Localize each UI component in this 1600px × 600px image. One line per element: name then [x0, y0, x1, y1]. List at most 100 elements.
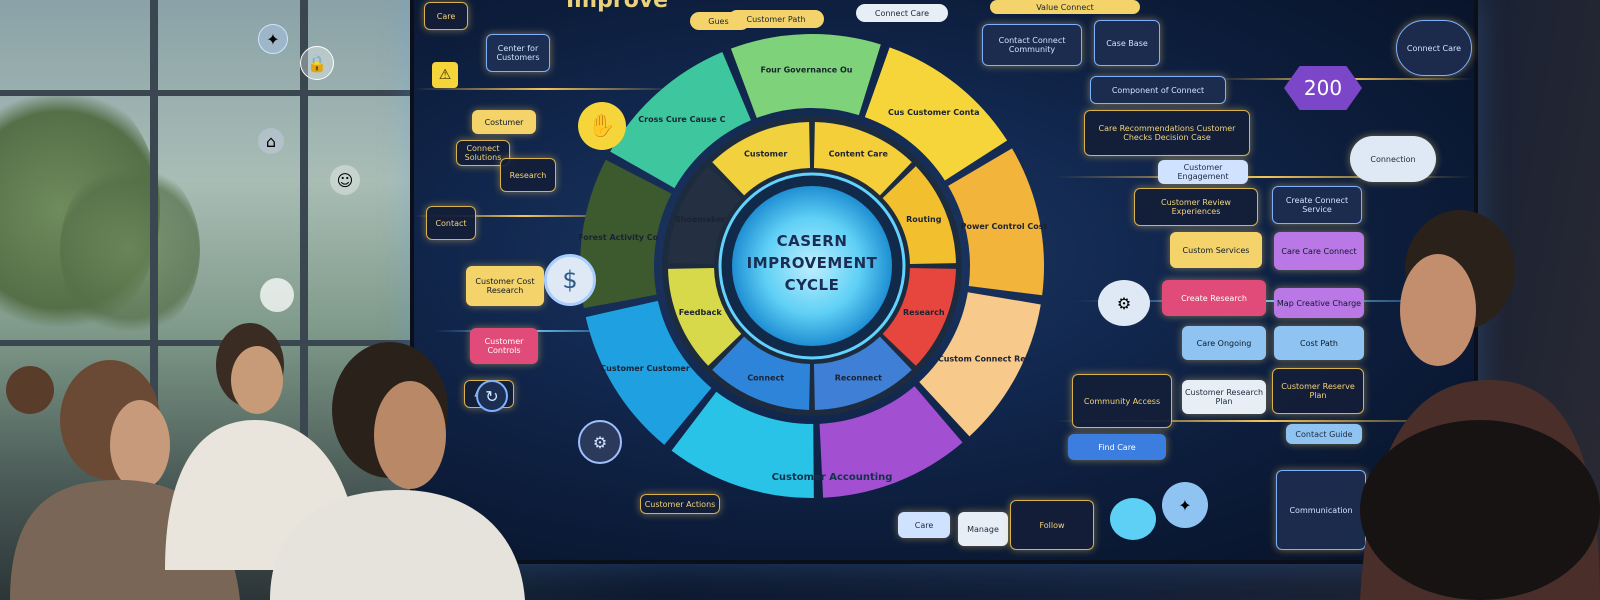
outer-ring-label: Customer Customer	[600, 364, 690, 373]
gear-icon: ⚙	[1098, 280, 1150, 326]
info-card: Community Access	[1072, 374, 1172, 428]
info-card: Research	[500, 158, 556, 192]
inner-ring-segment	[813, 336, 912, 410]
window-frame	[0, 90, 420, 96]
node-icon	[1110, 498, 1156, 540]
improvement-cycle-wheel: Four Governance Ou Cus Customer ContaPowe…	[578, 33, 1048, 498]
info-card: Customer Cost Research	[466, 266, 544, 306]
dollar-icon: $	[544, 254, 596, 306]
outer-ring-label: Cross Cure Cause C	[638, 115, 725, 124]
glow-line	[1054, 176, 1474, 178]
tree-foliage	[60, 160, 200, 340]
glow-line	[414, 215, 634, 217]
info-card: Contact	[426, 206, 476, 240]
foreground-shadow	[1360, 420, 1600, 600]
info-card: Create Research	[1162, 280, 1266, 316]
inner-ring-segment	[882, 267, 956, 366]
outer-ring-label: Forest Activity Co	[578, 233, 659, 242]
info-card: Case Base	[1094, 20, 1160, 66]
inner-ring-segment	[668, 166, 742, 265]
cycle-title: CASERN IMPROVEMENT CYCLE	[737, 230, 887, 296]
window-mullion	[150, 0, 158, 600]
network-icon: ⚙	[578, 420, 622, 464]
inner-ring-segment	[712, 122, 811, 196]
inner-ring-label: Feedback	[679, 308, 723, 317]
hand-icon: ✋	[578, 102, 626, 150]
refresh-icon: ↻	[476, 380, 508, 412]
node-icon	[260, 278, 294, 312]
info-card: Care Ongoing	[1182, 326, 1266, 360]
info-card: Custom Services	[1170, 232, 1262, 268]
cycle-core	[732, 186, 892, 346]
info-card: Cost Path	[1274, 326, 1364, 360]
screen-title: Improve	[566, 0, 669, 13]
lock-icon: 🔒	[300, 46, 334, 80]
info-card: Customer Actions	[640, 494, 720, 514]
info-card: Communication	[1276, 470, 1366, 550]
inner-ring-label: Customer	[744, 150, 787, 159]
inner-ring-label: Connect	[747, 373, 784, 382]
inner-ring-segment	[813, 122, 912, 196]
bottom-segment-label: Customer Accounting	[772, 472, 893, 483]
info-card: Customer Controls	[470, 328, 538, 364]
info-card: Find Care	[1068, 434, 1166, 460]
outer-ring-segment	[585, 300, 712, 445]
info-card: Costumer	[472, 110, 536, 134]
inner-ring-label: Routing	[906, 215, 942, 224]
info-card: Component of Connect	[1090, 76, 1226, 104]
info-card: Connect Care	[1396, 20, 1472, 76]
info-card: Customer Research Plan	[1182, 380, 1266, 414]
count-badge: 200	[1284, 66, 1362, 110]
outer-ring-label: Four Governance Ou	[761, 66, 853, 75]
inner-ring: Customer Content CareRoutingResearchRecon…	[668, 122, 956, 410]
cycle-title-line: IMPROVEMENT	[746, 254, 878, 272]
inner-ring-label: Reconnect	[835, 373, 882, 382]
info-card: Care Recommendations Customer Checks Dec…	[1084, 110, 1250, 156]
inner-ring-label: Content Care	[829, 150, 889, 159]
window-mullion	[300, 0, 308, 600]
info-tag: Customer Path	[728, 10, 824, 28]
inner-ring-segment	[668, 267, 742, 366]
info-card: Create Connect Service	[1272, 186, 1362, 224]
outer-ring-label: Custom Connect Rev	[938, 355, 1032, 364]
outer-ring-segment	[948, 148, 1044, 296]
inner-ring-label: Shoemaker	[675, 215, 726, 224]
window-frame	[0, 340, 420, 346]
cycle-title-line: CYCLE	[784, 276, 840, 294]
warning-icon: ⚠	[432, 62, 458, 88]
outer-ring-segment	[671, 391, 814, 498]
info-card: Manage	[958, 512, 1008, 546]
info-card: Care	[424, 2, 468, 30]
glow-line	[1054, 420, 1474, 422]
info-card: Customer Review Experiences	[1134, 188, 1258, 226]
outer-ring-label: Power Control Cost	[961, 222, 1048, 231]
inner-ring-segment	[882, 166, 956, 265]
info-card: Contact Connect Community	[982, 24, 1082, 66]
info-card: Care Care Connect	[1274, 232, 1364, 270]
glow-line	[414, 88, 674, 90]
info-card: Customer Reserve Plan	[1272, 368, 1364, 414]
info-card: Center for Customers	[486, 34, 550, 72]
outer-ring-segment	[610, 52, 751, 189]
outer-ring-label: Cus Customer Conta	[888, 108, 980, 117]
outer-ring-segment	[730, 33, 881, 118]
cart-icon: ⌂	[258, 128, 284, 154]
cycle-title-line: CASERN	[776, 232, 848, 250]
info-card: Care	[898, 512, 950, 538]
info-card: Customer Engagement	[1158, 160, 1248, 184]
network-icon: ✦	[258, 24, 288, 54]
info-card: Contact Guide	[1286, 424, 1362, 444]
info-card: Map Creative Charge	[1274, 288, 1364, 318]
outer-ring-segment	[864, 47, 1008, 181]
person-foreground	[270, 342, 525, 600]
outer-ring-segment	[580, 159, 672, 309]
user-icon: ☺	[330, 165, 360, 195]
info-tag: Value Connect	[990, 0, 1140, 14]
outer-ring-segment	[819, 386, 963, 498]
outer-ring-segment	[919, 292, 1041, 437]
info-card: Connection	[1350, 136, 1436, 182]
info-tag: Connect Care	[856, 4, 948, 22]
inner-ring-label: Research	[903, 308, 945, 317]
network-icon: ✦	[1162, 482, 1208, 528]
